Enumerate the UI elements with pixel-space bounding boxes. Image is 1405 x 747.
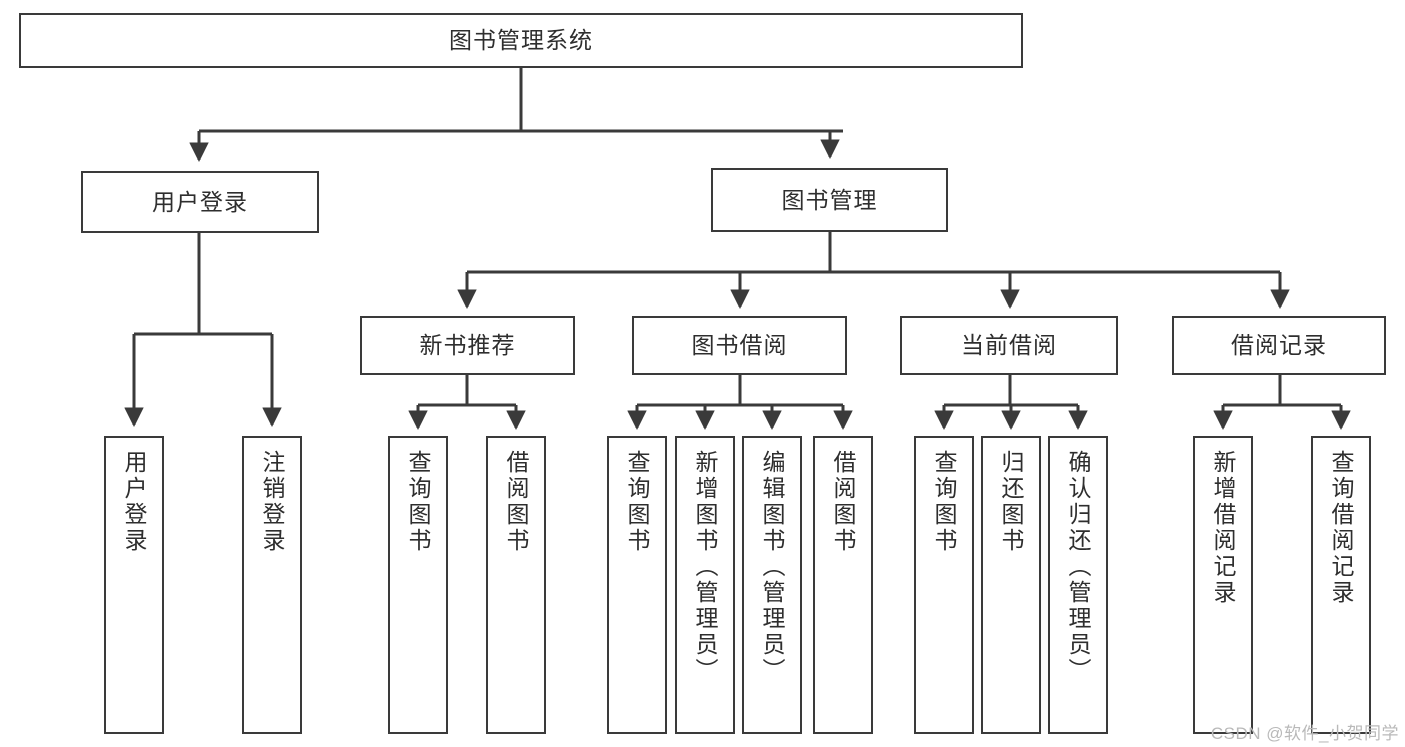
node-root[interactable]: 图书管理系统 — [19, 13, 1023, 68]
node-current-borrow-label: 当前借阅 — [961, 332, 1057, 359]
leaf-query-book-3[interactable]: 查询图书 — [914, 436, 974, 734]
leaf-return-book-label: 归还图书 — [998, 450, 1025, 554]
leaf-add-book-label: 新增图书（管理员） — [692, 450, 719, 684]
leaf-user-login[interactable]: 用户登录 — [104, 436, 164, 734]
leaf-query-book-1[interactable]: 查询图书 — [388, 436, 448, 734]
node-user-login[interactable]: 用户登录 — [81, 171, 319, 233]
leaf-borrow-book-2[interactable]: 借阅图书 — [813, 436, 873, 734]
node-book-management-label: 图书管理 — [781, 186, 878, 213]
leaf-add-book[interactable]: 新增图书（管理员） — [675, 436, 735, 734]
leaf-add-record-label: 新增借阅记录 — [1210, 450, 1237, 606]
leaf-borrow-book-2-label: 借阅图书 — [830, 450, 857, 554]
leaf-edit-book[interactable]: 编辑图书（管理员） — [742, 436, 802, 734]
leaf-borrow-book-1[interactable]: 借阅图书 — [486, 436, 546, 734]
leaf-user-login-label: 用户登录 — [121, 450, 148, 554]
node-new-book-recommend-label: 新书推荐 — [419, 332, 516, 359]
leaf-logout-login-label: 注销登录 — [259, 450, 286, 554]
leaf-confirm-return[interactable]: 确认归还（管理员） — [1048, 436, 1108, 734]
node-current-borrow[interactable]: 当前借阅 — [900, 316, 1118, 375]
leaf-query-record[interactable]: 查询借阅记录 — [1311, 436, 1371, 734]
leaf-query-book-1-label: 查询图书 — [405, 450, 432, 554]
leaf-edit-book-label: 编辑图书（管理员） — [759, 450, 786, 684]
node-borrow-record-label: 借阅记录 — [1231, 332, 1327, 359]
leaf-borrow-book-1-label: 借阅图书 — [503, 450, 530, 554]
leaf-query-book-3-label: 查询图书 — [931, 450, 958, 554]
node-borrow-record[interactable]: 借阅记录 — [1172, 316, 1386, 375]
leaf-query-book-2[interactable]: 查询图书 — [607, 436, 667, 734]
leaf-logout-login[interactable]: 注销登录 — [242, 436, 302, 734]
node-book-borrow[interactable]: 图书借阅 — [632, 316, 847, 375]
leaf-query-book-2-label: 查询图书 — [624, 450, 651, 554]
leaf-confirm-return-label: 确认归还（管理员） — [1065, 450, 1092, 684]
leaf-query-record-label: 查询借阅记录 — [1328, 450, 1355, 606]
watermark-text: CSDN @软件_小贺同学 — [1210, 724, 1399, 743]
leaf-return-book[interactable]: 归还图书 — [981, 436, 1041, 734]
node-new-book-recommend[interactable]: 新书推荐 — [360, 316, 575, 375]
node-book-management[interactable]: 图书管理 — [711, 168, 948, 232]
leaf-add-record[interactable]: 新增借阅记录 — [1193, 436, 1253, 734]
node-book-borrow-label: 图书借阅 — [691, 332, 788, 359]
node-user-login-label: 用户登录 — [152, 188, 248, 215]
node-root-label: 图书管理系统 — [449, 27, 593, 54]
